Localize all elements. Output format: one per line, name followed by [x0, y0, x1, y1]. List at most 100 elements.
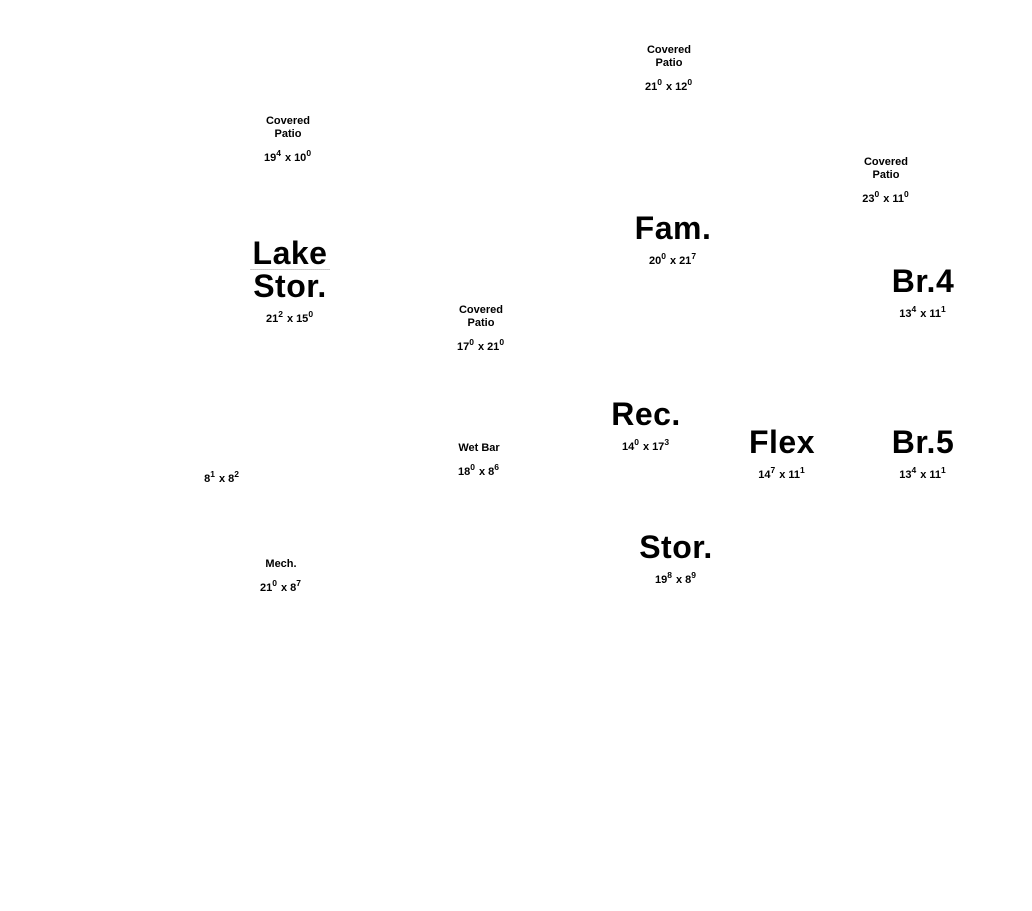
room-name: Wet Bar [458, 442, 500, 454]
height-inches: 0 [499, 337, 505, 347]
height-inches: 2 [234, 469, 239, 479]
height-feet: 11 [929, 469, 942, 481]
dimension-separator: x [286, 313, 294, 325]
room-name: Patio [872, 169, 900, 181]
height-feet: 17 [652, 441, 665, 453]
height-feet: 10 [294, 152, 307, 164]
room-name: Br.4 [891, 263, 955, 299]
dimension-separator: x [642, 441, 650, 453]
height-feet: 8 [685, 574, 692, 586]
width-inches: 0 [272, 578, 277, 588]
width-inches: 4 [911, 304, 917, 314]
height-inches: 7 [296, 578, 301, 588]
width-feet: 21 [260, 582, 273, 594]
width-inches: 0 [874, 189, 880, 199]
height-inches: 9 [691, 570, 696, 580]
width-inches: 1 [210, 469, 215, 479]
room-name: Covered [646, 44, 692, 56]
width-inches: 2 [278, 309, 283, 319]
dimension-separator: x [676, 574, 683, 586]
height-inches: 0 [306, 148, 312, 158]
dimension-separator: x [665, 81, 673, 93]
height-feet: 8 [290, 582, 297, 594]
height-feet: 8 [488, 466, 495, 478]
height-inches: 7 [691, 251, 697, 261]
width-inches: 4 [276, 148, 281, 158]
width-feet: 14 [621, 441, 635, 453]
height-inches: 1 [800, 465, 805, 475]
height-inches: 6 [494, 462, 499, 472]
room-name: Covered [458, 304, 504, 316]
room-name: Br.5 [891, 424, 955, 460]
room-name: Mech. [265, 558, 297, 570]
room-name: Patio [467, 317, 495, 329]
width-inches: 8 [667, 570, 672, 580]
dimension-separator: x [218, 473, 226, 485]
dimension-separator: x [779, 469, 786, 481]
room-name: Covered [265, 115, 311, 127]
room-name: Stor. [253, 268, 327, 304]
height-feet: 15 [296, 313, 309, 325]
width-feet: 13 [899, 308, 912, 320]
width-inches: 7 [770, 465, 776, 475]
width-inches: 0 [470, 462, 475, 472]
height-inches: 1 [941, 304, 946, 314]
height-feet: 12 [675, 81, 688, 93]
width-feet: 21 [644, 81, 658, 93]
height-inches: 1 [941, 465, 946, 475]
width-inches: 0 [661, 251, 666, 261]
dimension-separator: x [284, 152, 292, 164]
width-inches: 0 [469, 337, 474, 347]
width-feet: 13 [899, 469, 912, 481]
height-feet: 11 [929, 308, 942, 320]
width-feet: 8 [204, 473, 211, 485]
width-feet: 20 [648, 255, 662, 267]
width-inches: 0 [657, 77, 662, 87]
height-inches: 0 [308, 309, 314, 319]
width-feet: 19 [263, 152, 277, 164]
dimension-separator: x [920, 308, 927, 320]
room-name: Patio [274, 128, 302, 140]
height-feet: 11 [892, 193, 905, 205]
dimension-separator: x [669, 255, 677, 267]
height-inches: 0 [904, 189, 909, 199]
dimension-separator: x [281, 582, 288, 594]
width-feet: 19 [655, 574, 668, 586]
dimension-separator: x [479, 466, 486, 478]
height-feet: 21 [487, 341, 500, 353]
dimension-separator: x [920, 469, 927, 481]
room-name: Fam. [634, 210, 712, 246]
height-feet: 11 [788, 469, 800, 481]
room-name: Rec. [611, 396, 681, 432]
room-name: Flex [748, 424, 816, 460]
room-name: Covered [863, 156, 909, 168]
width-feet: 17 [456, 341, 470, 353]
room-name: Patio [655, 57, 683, 69]
height-feet: 8 [228, 473, 235, 485]
width-feet: 14 [758, 469, 771, 481]
dimension-separator: x [883, 193, 890, 205]
room-name: Lake [250, 235, 330, 271]
